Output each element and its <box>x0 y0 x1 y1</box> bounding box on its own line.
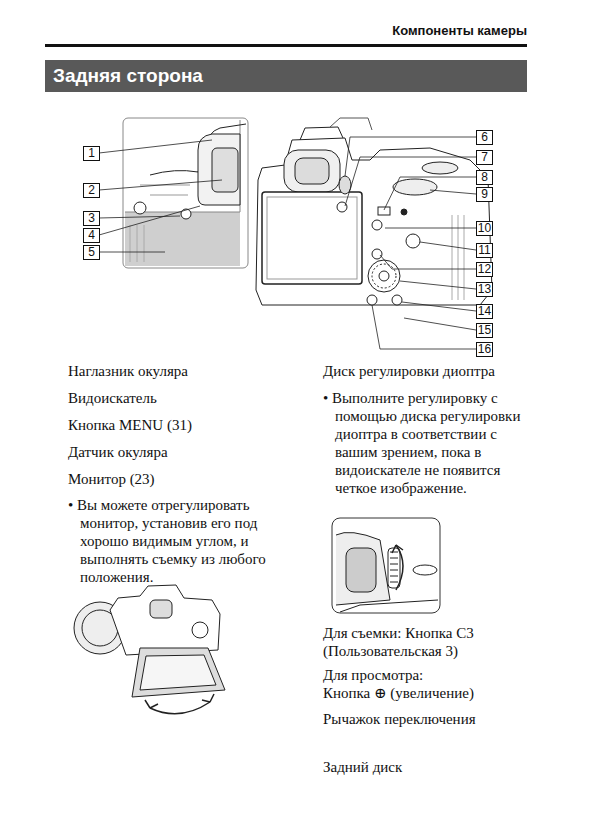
callout-number: 12 <box>476 262 493 277</box>
leader-line <box>99 137 476 349</box>
note-text: • Выполните регулировку с помощью диска … <box>323 389 535 497</box>
part-name: Диск регулировки диоптра <box>323 362 543 380</box>
part-name: Видоискатель <box>68 389 298 407</box>
part-name: Задний диск <box>323 758 553 776</box>
part-name: Кнопка ⊕ (увеличение) <box>323 684 553 702</box>
callout-number: 10 <box>476 221 493 236</box>
callout-number: 5 <box>83 245 100 260</box>
dioptre-closeup <box>332 518 440 613</box>
callout-number: 11 <box>476 243 493 258</box>
part-name: Для съемки: Кнопка C3 <box>323 624 553 642</box>
part-name: Для просмотра: <box>323 666 553 684</box>
part-name: Рычажок переключения <box>323 710 553 728</box>
part-name: Датчик окуляра <box>68 443 298 461</box>
section-title: Задняя сторона <box>45 60 527 92</box>
callout-number: 2 <box>83 183 100 198</box>
callout-number: 13 <box>476 282 493 297</box>
callout-number: 16 <box>476 342 493 357</box>
header-rule <box>45 44 527 47</box>
note-text: • Вы можете отрегулировать монитор, уста… <box>68 496 298 586</box>
callout-number: 6 <box>476 130 493 145</box>
callout-number: 1 <box>83 146 100 161</box>
part-name: (Пользовательская 3) <box>323 642 553 660</box>
part-name: Монитор (23) <box>68 470 298 488</box>
camera-back <box>256 118 492 305</box>
callout-number: 15 <box>476 323 493 338</box>
running-header: Компоненты камеры <box>330 22 527 40</box>
inset-eyepiece <box>123 118 248 268</box>
callout-number: 8 <box>476 170 493 185</box>
callout-number: 7 <box>476 150 493 165</box>
part-name: Кнопка MENU (31) <box>68 416 298 434</box>
callout-number: 3 <box>83 211 100 226</box>
callout-number: 9 <box>476 187 493 202</box>
callout-number: 14 <box>476 304 493 319</box>
callout-number: 4 <box>83 228 100 243</box>
part-name: Наглазник окуляра <box>68 362 298 380</box>
tilting-monitor-illustration <box>74 585 225 714</box>
